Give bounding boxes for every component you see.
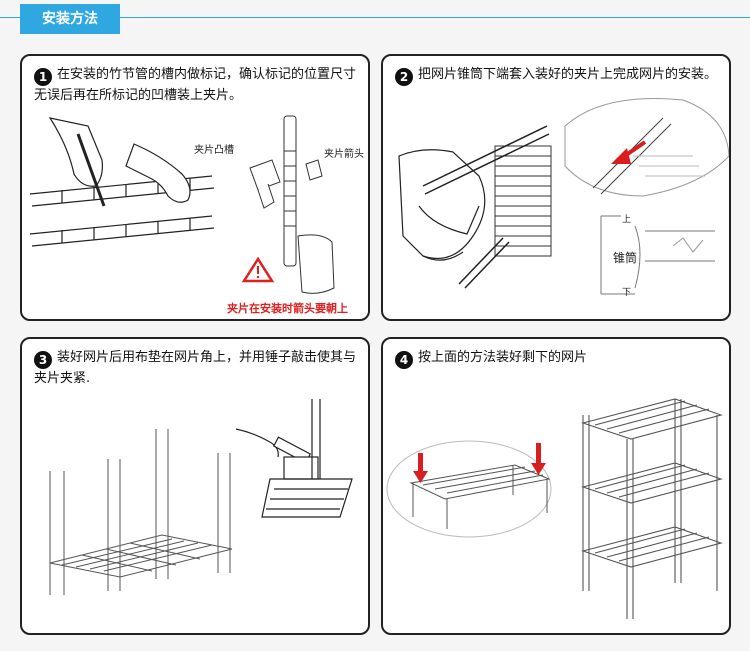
step-4-illustration [386,398,723,619]
step-3-illustration [49,399,353,595]
step-1-illustration [29,115,335,294]
kneeling-person-drawing [398,149,486,261]
warning-text: 夹片在安装时箭头要朝上 [227,302,348,315]
pole [422,125,550,289]
step-2-illustration [398,98,729,295]
wire-shelf-panel [494,145,552,257]
zoom-detail [564,98,729,197]
detail-oval [386,440,552,538]
red-down-arrow-icon [611,140,647,164]
header-rule [0,17,750,18]
step-3-number-badge: 3 [34,351,52,369]
step-4-number-badge: 4 [395,351,413,369]
cone-label: 锥筒 [613,251,638,265]
up-label: 上 [622,215,632,225]
step-2-panel: 2 把网片锥筒下端套入装好的夹片上完成网片的安装。 [381,54,731,321]
shelf-frame [49,429,233,595]
step-4-caption: 4 按上面的方法装好剩下的网片 [395,348,719,369]
clip-diagram [249,115,335,294]
step-4-text: 按上面的方法装好剩下的网片 [418,350,588,365]
step-2-text: 把网片锥筒下端套入装好的夹片上完成网片的安装。 [418,67,718,82]
hands-drawing [48,117,191,207]
red-down-arrow-icon [413,443,546,483]
warning-triangle-icon [241,256,275,283]
hammer-and-hand [235,399,353,518]
cone-diagram [600,215,715,295]
step-2-caption: 2 把网片锥筒下端套入装好的夹片上完成网片的安装。 [395,65,719,86]
three-tier-shelf [581,398,723,619]
step-4-panel: 4 按上面的方法装好剩下的网片 [381,337,731,635]
down-label: 下 [622,288,632,298]
section-title: 安装方法 [20,4,120,34]
step-3-text: 装好网片后用布垫在网片角上，并用锤子敲击使其与夹片夹紧. [34,350,357,386]
clip-arrow-label: 夹片箭头 [324,149,364,160]
clip-groove-label: 夹片凸槽 [194,145,234,156]
step-1-number-badge: 1 [34,68,52,86]
step-1-text: 在安装的竹节管的槽内做标记，确认标记的位置尺寸无误后再在所标记的凹槽装上夹片。 [34,67,357,103]
single-shelf [409,464,551,529]
step-2-number-badge: 2 [395,68,413,86]
